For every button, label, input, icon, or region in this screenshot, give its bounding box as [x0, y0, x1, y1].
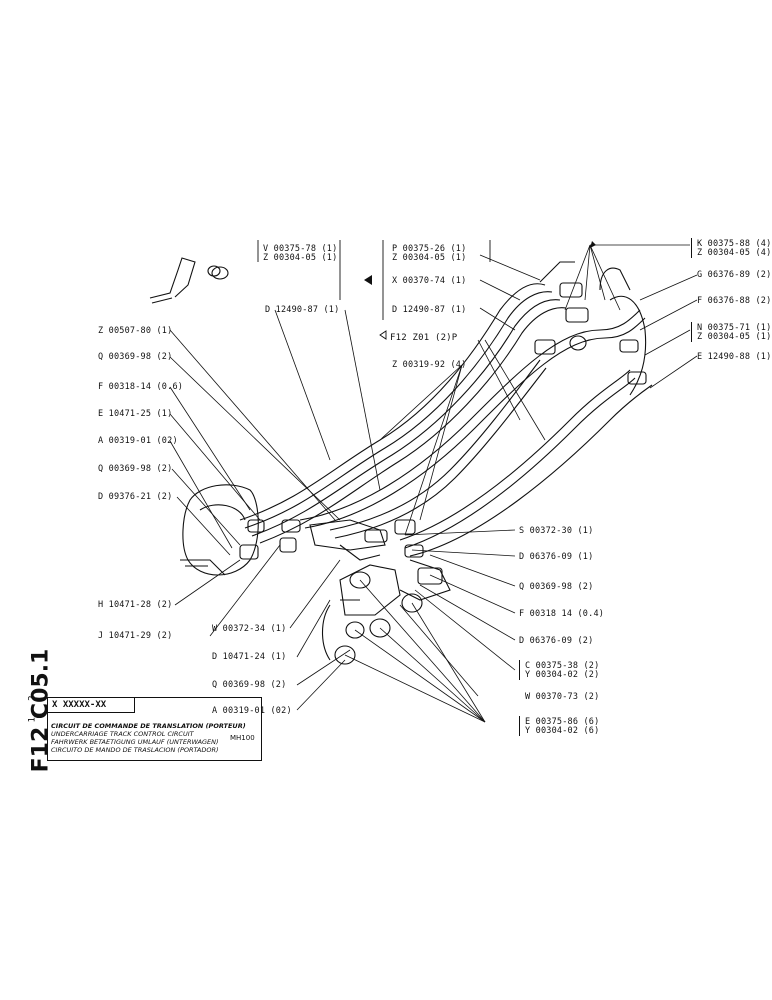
- header-group1-line1: V 00375-78 (1): [263, 244, 338, 254]
- bottom-label-q: Q 00369-98 (2): [212, 680, 287, 690]
- right-label-k: K 00375-88 (4): [697, 239, 772, 249]
- header-x-label: X 00370-74 (1): [392, 276, 467, 286]
- title-block: X XXXXX-XX CIRCUIT DE COMMANDE DE TRANSL…: [47, 697, 262, 761]
- title-line-de: FAHRWERK BETAETIGUNG UMLAUF (UNTERWAGEN): [51, 738, 219, 746]
- right-label-k-z: Z 00304-05 (4): [697, 248, 772, 258]
- right-label-e: E 12490-88 (1): [697, 352, 772, 362]
- title-line-en: UNDERCARRIAGE TRACK CONTROL CIRCUIT: [51, 730, 194, 738]
- left-label-5: A 00319-01 (02): [98, 436, 178, 446]
- right-label-n-z: Z 00304-05 (1): [697, 332, 772, 342]
- center-label-z00319: Z 00319-92 (4): [392, 360, 467, 370]
- bottom-label-d: D 10471-24 (1): [212, 652, 287, 662]
- center-label-f: F 00318 14 (0.4): [519, 609, 605, 619]
- left-label-7: D 09376-21 (2): [98, 492, 173, 502]
- header-d-right-label: D 12490-87 (1): [392, 305, 467, 315]
- bracket-e: [519, 716, 520, 736]
- bracket-k: [691, 238, 692, 258]
- center-label-d1: D 06376-09 (1): [519, 552, 594, 562]
- left-label-4: E 10471-25 (1): [98, 409, 173, 419]
- lower-label-c-y: Y 00304-02 (2): [525, 670, 600, 680]
- left-label-1: Z 00507-80 (1): [98, 326, 173, 336]
- bottom-label-w: W 00372-34 (1): [212, 624, 287, 634]
- model-label: MH100: [230, 734, 255, 742]
- header-group2-line1: P 00375-26 (1): [392, 244, 467, 254]
- title-line-es: CIRCUITO DE MANDO DE TRASLACION (PORTADO…: [51, 746, 219, 754]
- bracket-n: [691, 322, 692, 342]
- part-code: X XXXXX-XX: [48, 698, 135, 713]
- left-label-2: Q 00369-98 (2): [98, 352, 173, 362]
- lower-label-e: E 00375-86 (6): [525, 717, 600, 727]
- bottom-label-h: H 10471-28 (2): [98, 600, 173, 610]
- title-line-fr: CIRCUIT DE COMMANDE DE TRANSLATION (PORT…: [51, 722, 246, 730]
- sheet-number: 1 - 2: [27, 695, 38, 723]
- left-label-3: F 00318-14 (0.6): [98, 382, 184, 392]
- bottom-label-j: J 10471-29 (2): [98, 631, 173, 641]
- header-group1-line2: Z 00304-05 (1): [263, 253, 338, 263]
- reference-label: F12 Z01 (2)P: [390, 333, 458, 343]
- bracket-c: [519, 660, 520, 680]
- left-label-6: Q 00369-98 (2): [98, 464, 173, 474]
- center-label-s: S 00372-30 (1): [519, 526, 594, 536]
- center-label-q: Q 00369-98 (2): [519, 582, 594, 592]
- lower-label-e-y: Y 00304-02 (6): [525, 726, 600, 736]
- lower-label-c: C 00375-38 (2): [525, 661, 600, 671]
- bottom-label-a: A 00319-01 (02): [212, 706, 292, 716]
- right-label-n: N 00375-71 (1): [697, 323, 772, 333]
- right-label-g: G 06376-89 (2): [697, 270, 772, 280]
- right-label-f: F 06376-88 (2): [697, 296, 772, 306]
- center-label-d2: D 06376-09 (2): [519, 636, 594, 646]
- header-d-left-label: D 12490-87 (1): [265, 305, 340, 315]
- header-group2-line2: Z 00304-05 (1): [392, 253, 467, 263]
- lower-label-w: W 00370-73 (2): [525, 692, 600, 702]
